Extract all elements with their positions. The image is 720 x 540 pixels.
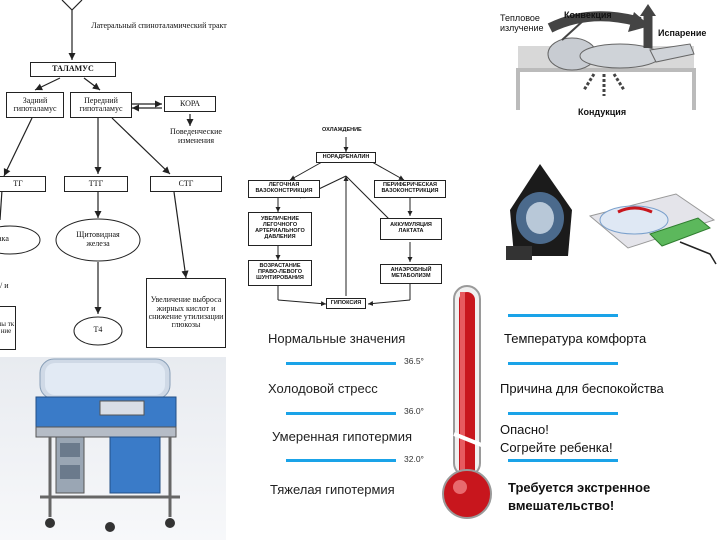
cooling-label: ОХЛАЖДЕНИЕ <box>322 127 362 133</box>
line-right-2 <box>508 412 618 415</box>
thermometer-icon <box>442 285 492 519</box>
severe-hypothermia-label: Тяжелая гипотермия <box>270 482 395 497</box>
line-right-1 <box>508 362 618 365</box>
danger-label: Опасно! <box>500 422 549 437</box>
line-left-1 <box>286 362 396 365</box>
comfort-temperature-label: Температура комфорта <box>504 331 647 346</box>
cut-off-label-1: ака <box>0 234 9 243</box>
lipolysis-box: Увеличение выброса жирных кислот и сниже… <box>146 278 226 348</box>
cause-for-concern-label: Причина для беспокойства <box>500 381 664 396</box>
line-right-top <box>508 314 618 317</box>
thalamus-box: ТАЛАМУС <box>30 62 116 77</box>
conduction-label: Кондукция <box>578 107 627 117</box>
pulmonary-vasoconstriction-box: ЛЕГОЧНАЯ ВАЗОКОНСТРИКЦИЯ <box>248 180 320 198</box>
trh-box-cut: ТГ <box>0 176 46 192</box>
line-right-3 <box>508 459 618 462</box>
shunt-box: ВОЗРАСТАНИЕ ПРАВО-ЛЕВОГО ШУНТИРОВАНИЯ <box>248 260 312 286</box>
cut-off-box: лы тк ние <box>0 306 16 350</box>
evaporation-label: Испарение <box>658 28 707 38</box>
line-left-3 <box>286 459 396 462</box>
intervention-label: вмешательство! <box>508 498 615 513</box>
peripheral-vasoconstriction-box: ПЕРИФЕРИЧЕСКАЯ ВАЗОКОНСТРИКЦИЯ <box>374 180 446 198</box>
hypoxia-box: ГИПОКСИЯ <box>326 298 366 309</box>
temp-32-0-label: 32.0° <box>404 454 424 464</box>
moderate-hypothermia-label: Умеренная гипотермия <box>272 429 413 444</box>
lactate-box: АККУМУЛЯЦИЯ ЛАКТАТА <box>380 218 442 240</box>
t4-label: T4 <box>93 325 103 334</box>
diagram-arrows <box>0 0 194 346</box>
cut-off-label-2: / и <box>0 281 9 290</box>
warming-mattress-photo <box>580 176 720 268</box>
incubator-photo <box>0 357 226 540</box>
behavior-change-label: Поведенческие изменения <box>170 127 222 145</box>
emergency-label: Требуется экстренное <box>508 480 651 495</box>
gh-box: СТГ <box>150 176 222 192</box>
pulmonary-pressure-box: УВЕЛИЧЕНИЕ ЛЕГОЧНОГО АРТЕРИАЛЬНОГО ДАВЛЕ… <box>248 212 312 246</box>
thyroid-gland-label: Щитовидная железа <box>76 230 120 248</box>
posterior-hypothalamus-box: Задний гипоталамус <box>6 92 64 118</box>
tsh-box: ТТГ <box>64 176 128 192</box>
temp-36-5-label: 36.5° <box>404 356 424 366</box>
heat-loss-illustration: Тепловое излучение Конвекция Испарение К… <box>500 0 720 124</box>
norepinephrine-box: НОРАДРЕНАЛИН <box>316 152 376 163</box>
temp-36-0-label: 36.0° <box>404 406 424 416</box>
normal-values-label: Нормальные значения <box>268 331 406 346</box>
line-left-2 <box>286 412 396 415</box>
spinothalamic-tract-label: Латеральный спиноталамический тракт <box>91 21 227 30</box>
cortex-box: КОРА <box>164 96 216 112</box>
warming-device-photo <box>500 160 580 270</box>
warm-baby-label: Согрейте ребенка! <box>500 440 613 455</box>
convection-label: Конвекция <box>564 10 612 20</box>
anaerobic-box: АНАЭРОБНЫЙ МЕТАБОЛИЗМ <box>380 264 442 284</box>
anterior-hypothalamus-box: Передний гипоталамус <box>70 92 132 118</box>
cold-stress-label: Холодовой стресс <box>268 381 378 396</box>
radiation-label: Тепловое излучение <box>500 13 544 33</box>
